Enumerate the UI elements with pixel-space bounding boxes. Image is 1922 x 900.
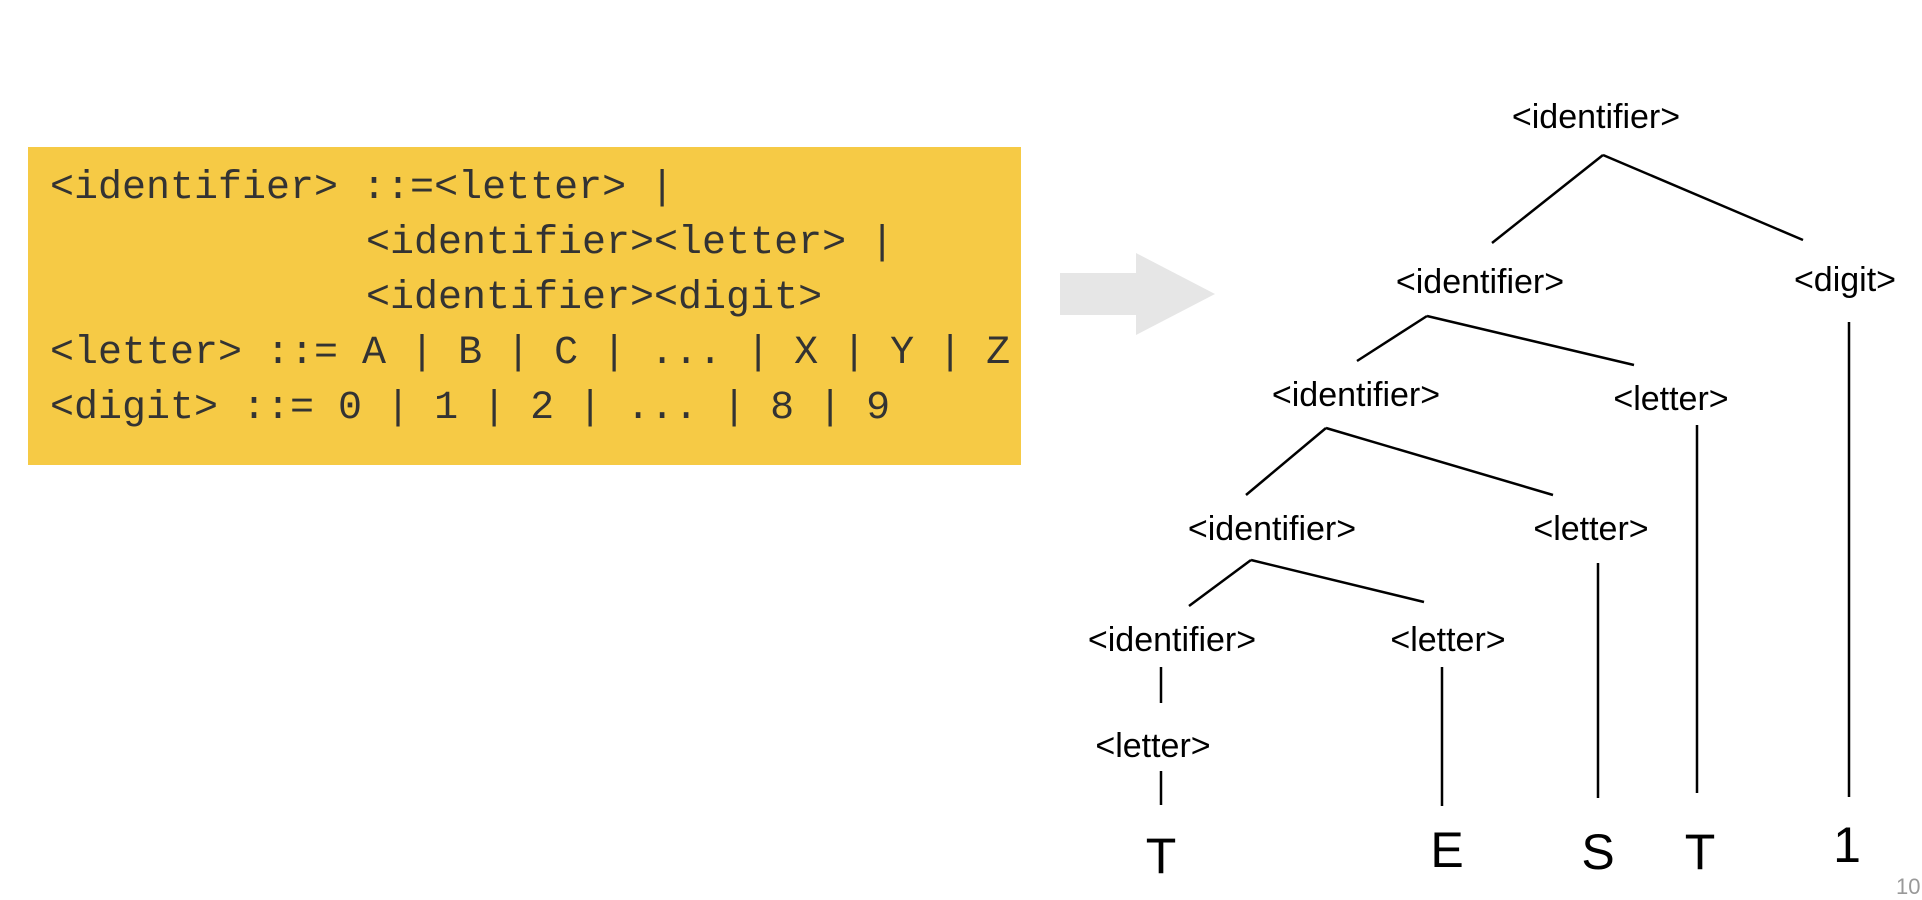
tree-node-identifier: <identifier>	[1272, 376, 1440, 414]
grammar-line: <identifier><digit>	[366, 276, 823, 321]
right-arrow-icon	[1060, 253, 1215, 335]
tree-edge	[1245, 427, 1327, 496]
tree-node-letter: <letter>	[1390, 621, 1505, 659]
tree-leaves: T E S T 1	[1146, 817, 1861, 884]
grammar-line: <identifier> ::=<letter> |	[50, 166, 675, 211]
slide-number: 10	[1896, 874, 1921, 899]
tree-node-letter: <letter>	[1613, 380, 1728, 418]
tree-edges	[1159, 153, 1851, 806]
tree-node-identifier: <identifier>	[1396, 263, 1564, 301]
tree-edge	[1491, 154, 1604, 244]
grammar-line: <letter> ::= A | B | C | ... | X | Y | Z	[50, 331, 1011, 376]
tree-node-identifier: <identifier>	[1512, 98, 1680, 136]
tree-node-digit: <digit>	[1794, 261, 1896, 299]
tree-node-identifier: <identifier>	[1188, 510, 1356, 548]
grammar-line: <digit> ::= 0 | 1 | 2 | ... | 8 | 9	[50, 386, 891, 431]
tree-edge	[1188, 558, 1252, 608]
tree-node-letter: <letter>	[1095, 727, 1210, 765]
tree-edge	[1426, 314, 1635, 367]
tree-leaf: T	[1146, 828, 1177, 884]
tree-edge	[1325, 426, 1554, 497]
grammar-definition-box: <identifier> ::=<letter> | <identifier><…	[28, 147, 1021, 465]
tree-leaf: 1	[1833, 817, 1861, 873]
tree-edge	[1250, 558, 1425, 604]
tree-edge	[1602, 153, 1804, 242]
tree-edge	[1356, 314, 1428, 363]
tree-nodes: <identifier> <identifier> <digit> <ident…	[1088, 98, 1896, 765]
grammar-line: <identifier><letter> |	[366, 221, 895, 266]
tree-node-letter: <letter>	[1533, 510, 1648, 548]
tree-node-identifier: <identifier>	[1088, 621, 1256, 659]
tree-leaf: S	[1581, 824, 1614, 880]
tree-leaf: E	[1430, 822, 1463, 878]
tree-leaf: T	[1685, 824, 1716, 880]
